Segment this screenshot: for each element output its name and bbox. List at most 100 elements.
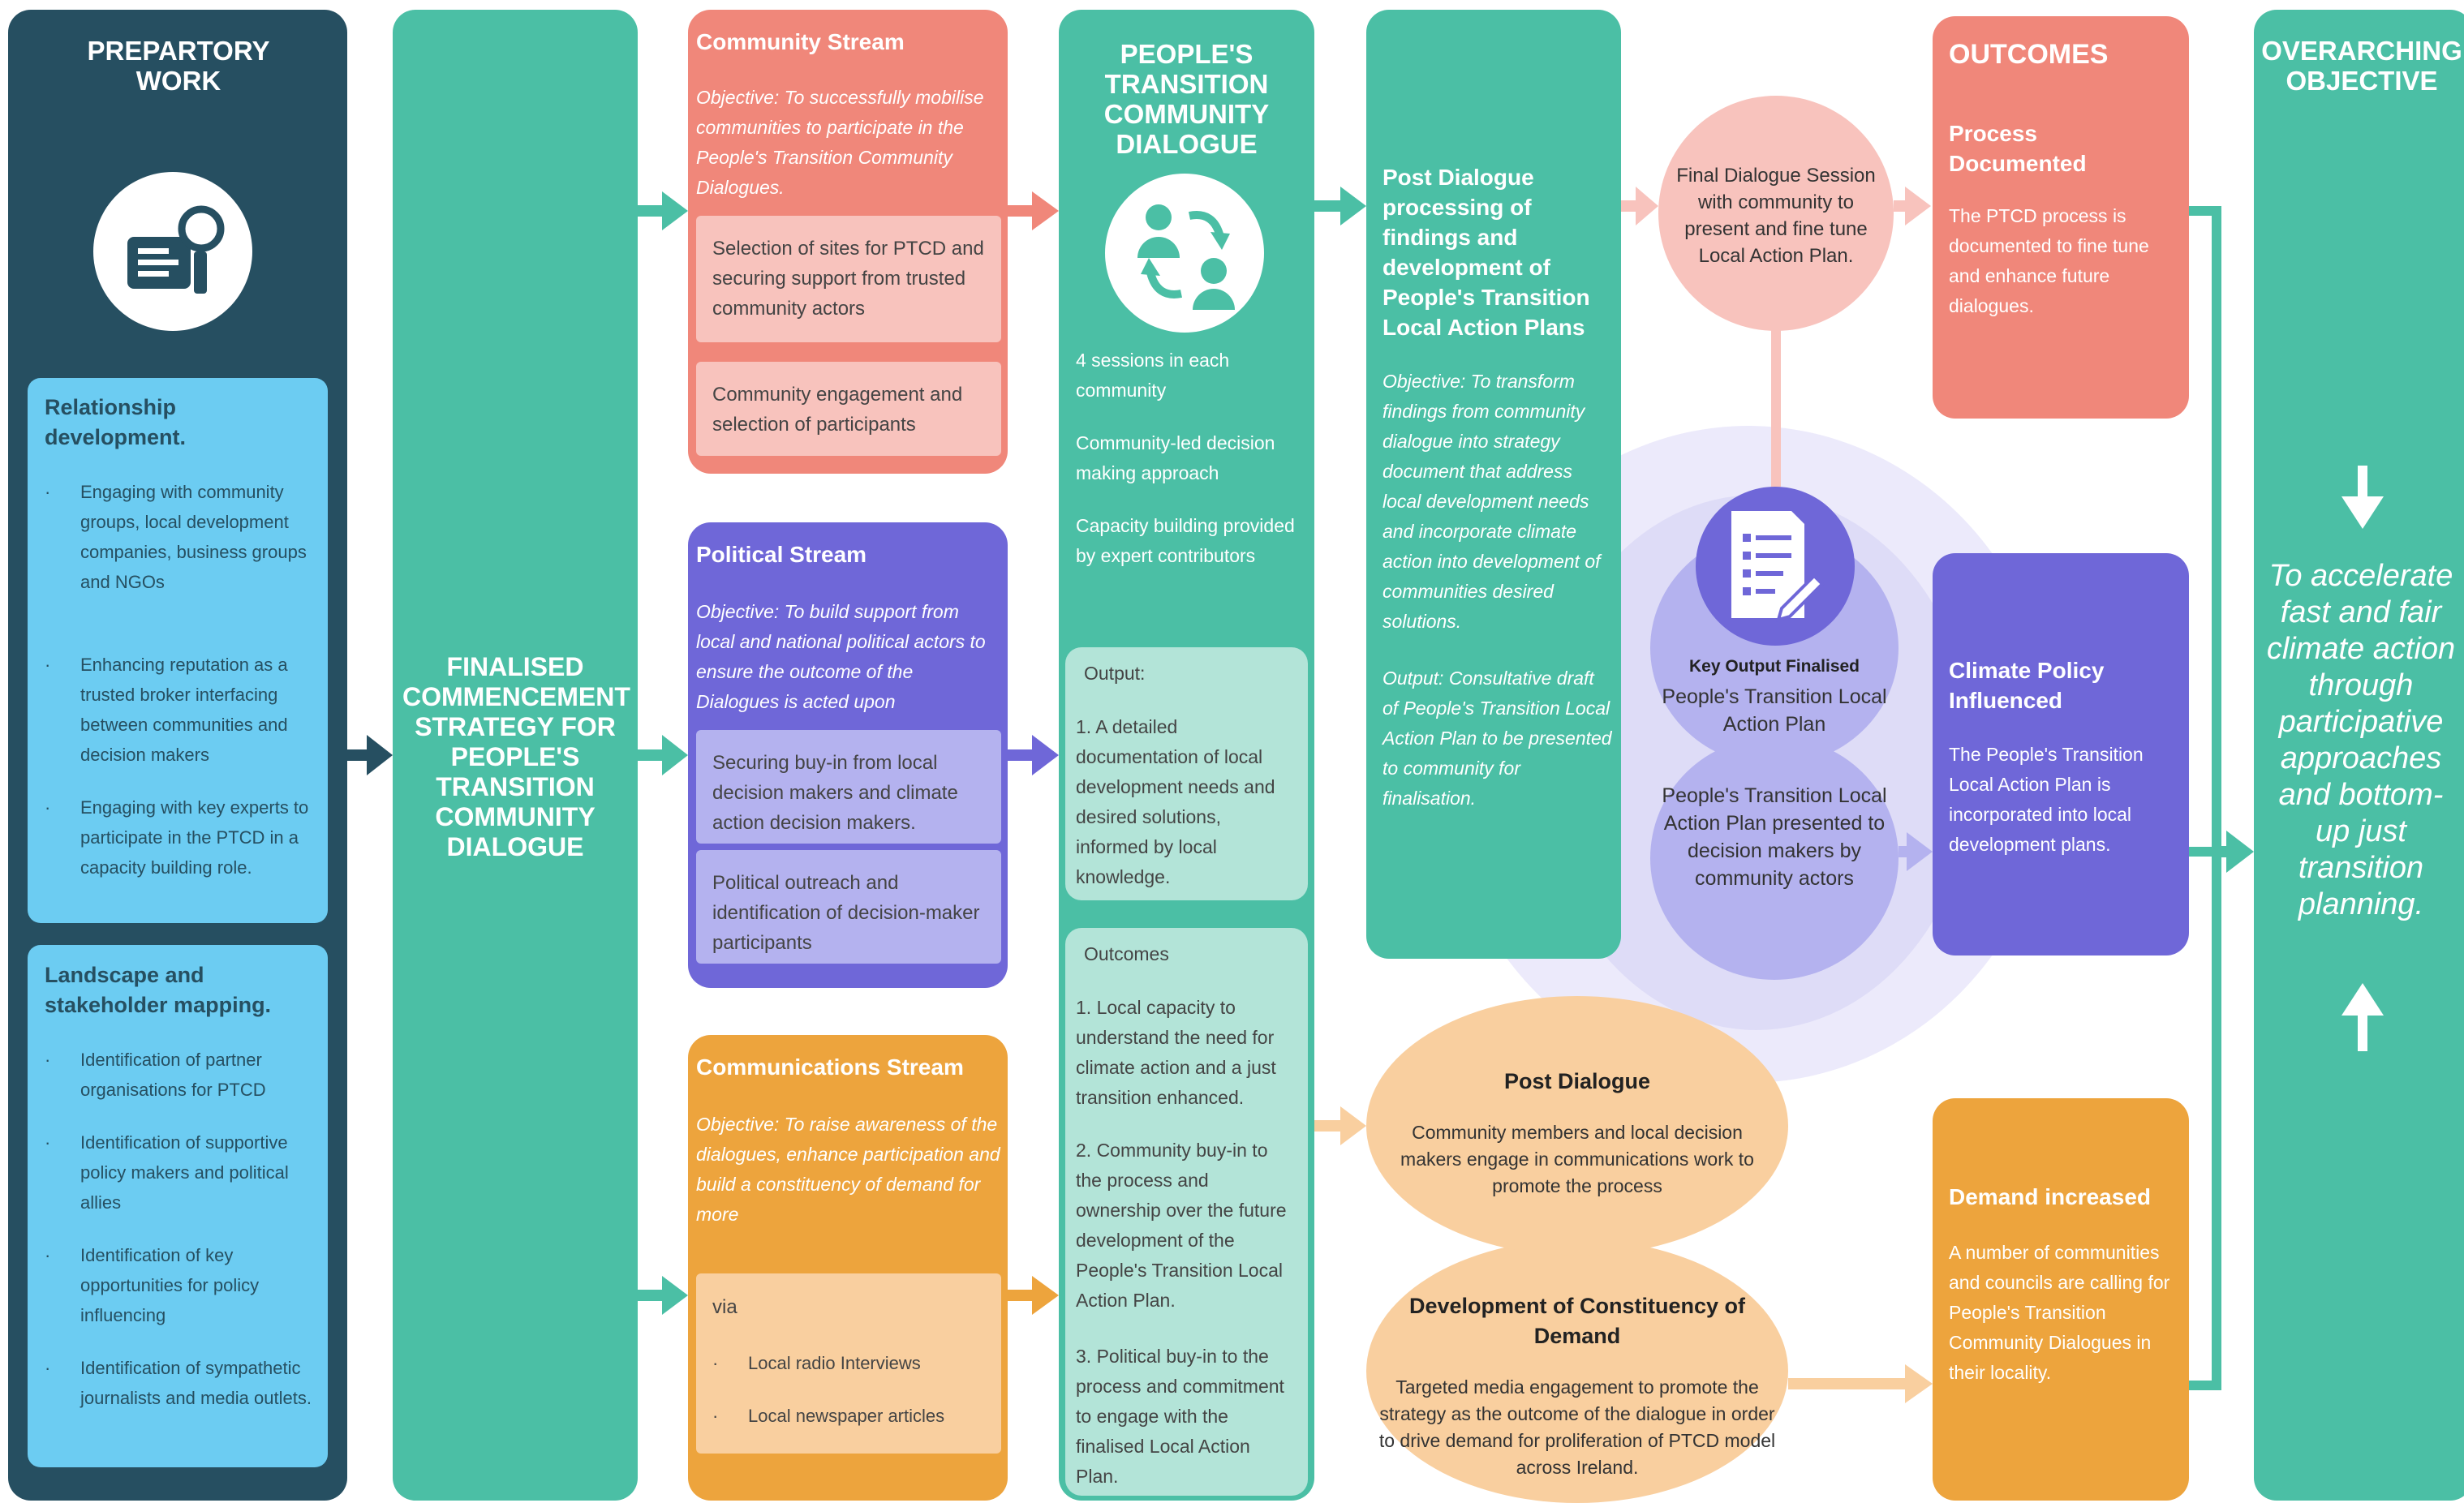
bullet-dot: · xyxy=(45,797,51,818)
arrow-final-session-to-outcome xyxy=(1894,187,1931,225)
connector-line-final-to-key xyxy=(1771,324,1781,487)
communications-sub-panel xyxy=(696,1273,1001,1454)
community-sub-sites: Selection of sites for PTCD and securing… xyxy=(696,216,1001,342)
final-session-text: Final Dialogue Session with community to… xyxy=(1676,165,1876,267)
dialogue-outcome-3: 3. Political buy-in to the process and c… xyxy=(1076,1346,1284,1487)
outcome-demand-panel xyxy=(1933,1098,2189,1501)
arrow-prep-to-strategy xyxy=(347,735,393,775)
key-output-text: People's Transition Local Action Plan xyxy=(1662,685,1887,736)
people-exchange-icon xyxy=(1105,174,1264,333)
dialogue-output-text: 1. A detailed documentation of local dev… xyxy=(1076,716,1275,887)
bullet-dot: · xyxy=(45,1050,51,1070)
key-output-label: Key Output Finalised xyxy=(1688,657,1860,676)
arrow-constituency-to-demand xyxy=(1788,1364,1933,1403)
post-dialogue-ellipse xyxy=(1366,996,1788,1256)
outcome-climate-title: Climate Policy Influenced xyxy=(1949,658,2105,713)
relationship-item-text: Engaging with key experts to participate… xyxy=(80,797,309,878)
dialogue-outcome-2: 2. Community buy-in to the process and o… xyxy=(1076,1140,1287,1311)
landscape-item-text: Identification of sympathetic journalist… xyxy=(80,1358,312,1408)
landscape-title: Landscape and stakeholder mapping. xyxy=(45,963,272,1017)
post-processing-output: Output: Consultative draft of People's T… xyxy=(1383,668,1612,809)
post-processing-panel xyxy=(1366,10,1621,959)
dialogue-item-capacity: Capacity building provided by expert con… xyxy=(1076,515,1295,566)
dialogue-item-approach: Community-led decision making approach xyxy=(1076,432,1275,483)
communications-item-text: Local radio Interviews xyxy=(748,1353,921,1373)
checklist-edit-svg xyxy=(1731,511,1825,622)
arrow-political-to-dialogue xyxy=(1008,735,1059,775)
dialogue-title: PEOPLE'S TRANSITION COMMUNITY DIALOGUE xyxy=(1103,39,1270,159)
people-exchange-svg xyxy=(1137,204,1235,310)
outcome-process-text: The PTCD process is documented to fine t… xyxy=(1949,205,2149,316)
document-search-svg xyxy=(127,205,225,294)
political-stream-objective: Objective: To build support from local a… xyxy=(696,601,986,712)
bullet-dot: · xyxy=(45,482,51,502)
bullet-dot: · xyxy=(45,1132,51,1153)
relationship-item-text: Enhancing reputation as a trusted broker… xyxy=(80,655,288,765)
dialogue-output-panel xyxy=(1065,647,1308,900)
political-sub-outreach: Political outreach and identification of… xyxy=(696,850,1001,964)
arrow-strategy-to-community xyxy=(638,191,688,230)
community-stream-title: Community Stream xyxy=(696,29,905,54)
outcomes-title: OUTCOMES xyxy=(1949,39,2109,70)
landscape-panel xyxy=(28,945,328,1467)
post-dialogue-text: Community members and local decision mak… xyxy=(1400,1122,1754,1196)
landscape-item-text: Identification of key opportunities for … xyxy=(80,1245,260,1325)
outcome-demand-text: A number of communities and councils are… xyxy=(1949,1242,2170,1383)
arrow-community-to-dialogue xyxy=(1008,191,1059,230)
communications-stream-objective: Objective: To raise awareness of the dia… xyxy=(696,1114,1000,1225)
up-arrow-icon xyxy=(2341,983,2384,1051)
community-stream-objective: Objective: To successfully mobilise comm… xyxy=(696,87,984,198)
arrow-strategy-to-political xyxy=(638,735,688,775)
outcome-process-panel xyxy=(1933,16,2189,419)
arrow-dialogue-to-processing xyxy=(1314,187,1366,225)
post-processing-objective: Objective: To transform findings from co… xyxy=(1383,371,1601,632)
landscape-item-text: Identification of partner organisations … xyxy=(80,1050,266,1100)
landscape-item-text: Identification of supportive policy make… xyxy=(80,1132,289,1213)
constituency-text: Targeted media engagement to promote the… xyxy=(1378,1376,1776,1478)
overarching-title: OVERARCHING OBJECTIVE xyxy=(2261,36,2462,96)
communications-stream-title: Communications Stream xyxy=(696,1054,964,1080)
bullet-dot: · xyxy=(45,1245,51,1265)
dialogue-outcomes-title: Outcomes xyxy=(1084,943,1169,964)
arrow-presented-to-climate-outcome xyxy=(1899,832,1933,871)
constituency-ellipse xyxy=(1366,1239,1788,1503)
outcome-climate-text: The People's Transition Local Action Pla… xyxy=(1949,744,2144,855)
post-dialogue-title: Post Dialogue xyxy=(1503,1069,1651,1093)
communications-item-text: Local newspaper articles xyxy=(748,1406,945,1426)
down-arrow-icon xyxy=(2341,466,2384,529)
bullet-dot: · xyxy=(712,1353,719,1373)
commencement-strategy-panel xyxy=(393,10,638,1501)
outcome-demand-title: Demand increased xyxy=(1949,1184,2151,1209)
relationship-title: Relationship development. xyxy=(45,395,187,449)
political-stream-title: Political Stream xyxy=(696,542,867,567)
community-sub-engagement: Community engagement and selection of pa… xyxy=(696,362,1001,456)
outcome-process-title: Process Documented xyxy=(1949,121,2087,176)
relationship-panel xyxy=(28,378,328,923)
document-search-icon xyxy=(93,172,252,331)
relationship-item-text: Engaging with community groups, local de… xyxy=(80,482,307,592)
dialogue-outcome-1: 1. Local capacity to understand the need… xyxy=(1076,997,1276,1108)
post-processing-title: Post Dialogue processing of findings and… xyxy=(1383,165,1590,340)
preparatory-work-title: PREPARTORY WORK xyxy=(87,36,270,96)
overarching-text: To accelerate fast and fair climate acti… xyxy=(2266,559,2456,921)
dialogue-item-sessions: 4 sessions in each community xyxy=(1076,350,1230,401)
bullet-dot: · xyxy=(45,655,51,675)
bullet-dot: · xyxy=(45,1358,51,1378)
final-session-circle xyxy=(1658,96,1894,331)
dialogue-outcomes-panel xyxy=(1065,928,1308,1496)
arrow-processing-to-final-session xyxy=(1621,187,1658,225)
bullet-dot: · xyxy=(712,1406,719,1426)
presented-circle xyxy=(1650,736,1899,980)
arrow-dialogue-to-post-dialogue xyxy=(1314,1106,1366,1145)
communications-via: via xyxy=(712,1296,737,1318)
dialogue-output-title: Output: xyxy=(1084,663,1146,684)
presented-text: People's Transition Local Action Plan pr… xyxy=(1662,784,1887,890)
political-sub-buy-in: Securing buy-in from local decision make… xyxy=(696,730,1001,844)
constituency-title: Development of Constituency of Demand xyxy=(1408,1294,1746,1348)
arrow-communications-to-dialogue xyxy=(1008,1276,1059,1315)
arrow-strategy-to-communications xyxy=(638,1276,688,1315)
overarching-panel xyxy=(2254,10,2464,1501)
commencement-strategy-title: FINALISED COMMENCEMENT STRATEGY FOR PEOP… xyxy=(402,652,630,861)
checklist-edit-icon xyxy=(1696,487,1855,646)
